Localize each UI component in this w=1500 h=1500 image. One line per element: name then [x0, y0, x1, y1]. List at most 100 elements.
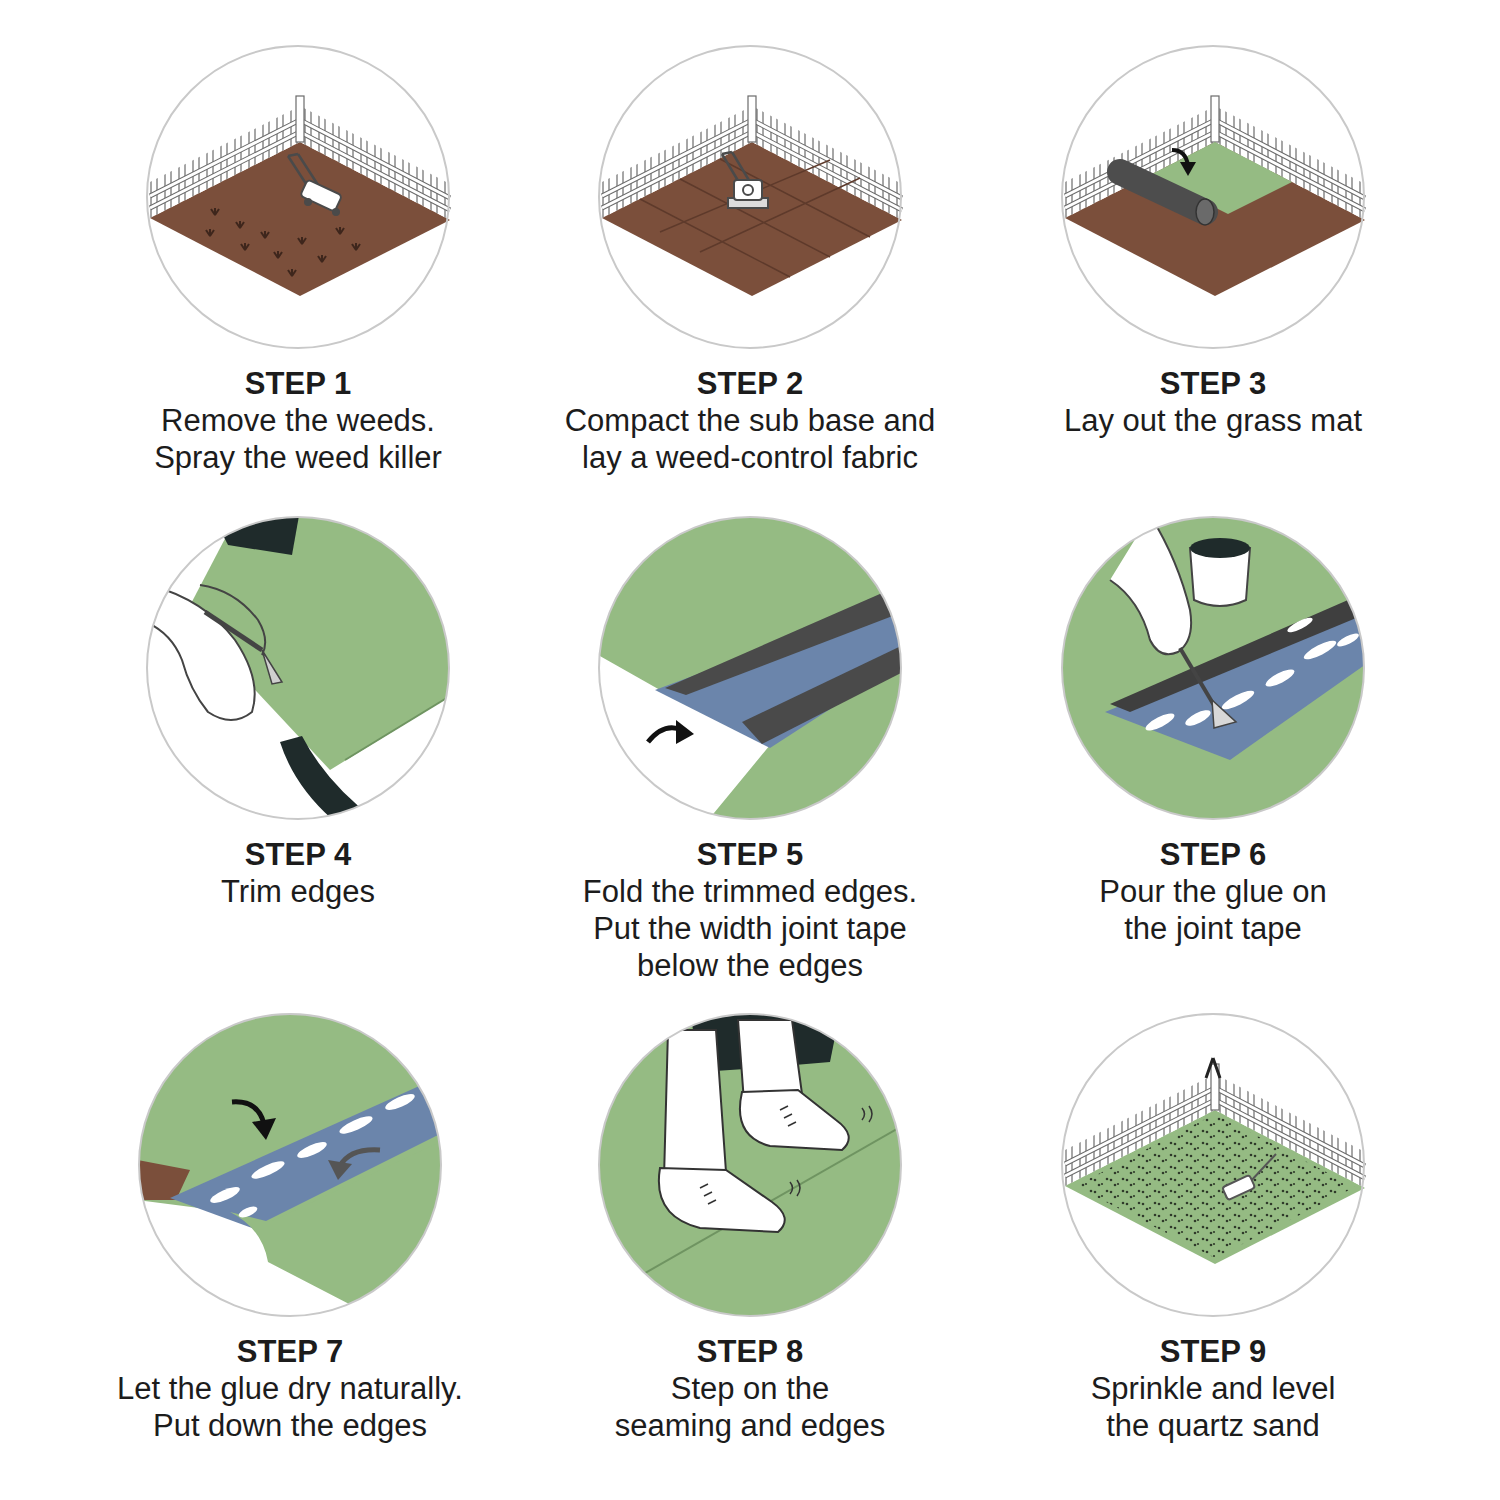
- weeding-scene-part-part: [332, 208, 340, 216]
- glue-scene: [1060, 515, 1366, 825]
- glue-scene-part: [1190, 538, 1250, 558]
- glue-scene-part-part: [1286, 615, 1315, 635]
- step-heading: STEP 5: [520, 836, 980, 873]
- stepping-scene-part: [790, 1106, 872, 1196]
- sand-scene-part: [1206, 1058, 1220, 1078]
- trimming-scene-part: [205, 612, 262, 650]
- drying-scene-part: [252, 1118, 276, 1140]
- drying-scene-part-part: [383, 1091, 416, 1113]
- step-panel: STEP 6Pour the glue on the joint tape: [983, 516, 1443, 953]
- laying-scene-part: [1065, 96, 1365, 296]
- step-circle: [146, 516, 450, 820]
- step-instruction: Let the glue dry naturally. Put down the…: [105, 1370, 475, 1444]
- step-circle: [598, 45, 902, 349]
- drying-scene-part-part: [250, 1158, 287, 1182]
- sand-scene-part-part: [1250, 1154, 1276, 1182]
- drying-scene-part-part: [208, 1184, 241, 1206]
- step-heading: STEP 1: [68, 365, 528, 402]
- step-heading: STEP 3: [983, 365, 1443, 402]
- compacting-scene-part: [602, 96, 902, 296]
- step-instruction: Fold the trimmed edges. Put the width jo…: [570, 873, 930, 984]
- trimming-scene-part: [262, 650, 282, 684]
- step-circle: [138, 1013, 442, 1317]
- glue-scene-part-part: [1302, 637, 1339, 662]
- step-circle: [598, 1013, 902, 1317]
- step-instruction: Lay out the grass mat: [1016, 402, 1411, 439]
- drying-scene-part-part: [338, 1113, 375, 1137]
- compacting-scene-part-part: [743, 185, 753, 195]
- drying-scene: [138, 1012, 444, 1322]
- step-circle: [146, 45, 450, 349]
- tape-scene-part: [598, 515, 903, 825]
- weeding-scene-part: [206, 208, 360, 276]
- step-heading: STEP 6: [983, 836, 1443, 873]
- weeding-scene-part-part: [304, 198, 312, 206]
- tape-scene-part: [676, 720, 694, 744]
- drying-scene-part-part: [237, 1204, 259, 1219]
- glue-scene-part-part: [1143, 710, 1176, 733]
- step-panel: STEP 2Compact the sub base and lay a wee…: [520, 45, 980, 482]
- step-circle: [1061, 516, 1365, 820]
- stepping-scene-part: [740, 1090, 849, 1150]
- drying-scene-part: [138, 1012, 444, 1322]
- drying-scene-part: [208, 1091, 416, 1220]
- glue-scene-part-part: [1183, 707, 1212, 729]
- step-instruction: Compact the sub base and lay a weed-cont…: [553, 402, 948, 476]
- step-heading: STEP 9: [983, 1333, 1443, 1370]
- weeding-scene: [150, 96, 450, 296]
- drying-scene-part-part: [295, 1139, 328, 1161]
- step-panel: STEP 8Step on the seaming and edges: [520, 1013, 980, 1450]
- glue-scene-part-part: [1220, 687, 1257, 712]
- step-instruction: Step on the seaming and edges: [611, 1370, 889, 1444]
- compacting-scene-part: [722, 152, 768, 208]
- trimming-scene-part: [140, 585, 255, 720]
- trimming-scene-part: [140, 510, 460, 830]
- step-circle: [1061, 1013, 1365, 1317]
- step-circle: [598, 516, 902, 820]
- step-instruction: Pour the glue on the joint tape: [1086, 873, 1341, 947]
- glue-scene-part: [1110, 515, 1191, 654]
- glue-scene-part-part: [1263, 666, 1296, 689]
- laying-scene-part: [1120, 172, 1205, 212]
- trimming-scene-part: [200, 585, 265, 655]
- glue-scene-part-part: [1335, 631, 1360, 649]
- glue-scene-part: [1212, 700, 1236, 728]
- weeding-scene-part: [150, 96, 450, 296]
- compacting-scene: [602, 96, 902, 296]
- step-instruction: Trim edges: [148, 873, 448, 910]
- laying-scene-part: [1180, 162, 1196, 176]
- weeding-scene-part: [288, 154, 342, 216]
- step-panel: STEP 5Fold the trimmed edges. Put the wi…: [520, 516, 980, 990]
- sand-scene-part: [1065, 1064, 1365, 1264]
- drying-scene-part: [328, 1160, 352, 1180]
- sand-scene-part: [1222, 1154, 1276, 1200]
- step-instruction: Sprinkle and level the quartz sand: [1078, 1370, 1348, 1444]
- sand-scene-part-part: [1222, 1175, 1255, 1200]
- step-panel: STEP 9Sprinkle and level the quartz sand: [983, 1013, 1443, 1450]
- glue-scene-part: [1060, 515, 1366, 825]
- tape-scene-part: [742, 645, 903, 744]
- laying-scene-part: [1196, 199, 1214, 225]
- trimming-scene: [140, 510, 460, 830]
- sand-scene-part: [1075, 1114, 1355, 1258]
- trimming-scene-part: [280, 736, 390, 830]
- step-heading: STEP 8: [520, 1333, 980, 1370]
- compacting-scene-part-part: [734, 180, 762, 200]
- step-panel: STEP 1Remove the weeds. Spray the weed k…: [68, 45, 528, 482]
- drying-scene-part: [230, 1140, 444, 1320]
- sand-scene: [1065, 1058, 1365, 1264]
- step-heading: STEP 2: [520, 365, 980, 402]
- trimming-scene-part: [345, 690, 460, 760]
- tape-scene: [598, 515, 903, 830]
- laying-scene: [1065, 96, 1365, 296]
- stepping-scene: [598, 1012, 904, 1322]
- stepping-scene-part: [598, 1125, 904, 1300]
- compacting-scene-part: [640, 159, 870, 277]
- stepping-scene-part: [659, 1168, 785, 1232]
- step-panel: STEP 7Let the glue dry naturally. Put do…: [60, 1013, 520, 1450]
- drying-scene-part: [232, 1102, 264, 1124]
- stepping-scene-part: [664, 1030, 726, 1178]
